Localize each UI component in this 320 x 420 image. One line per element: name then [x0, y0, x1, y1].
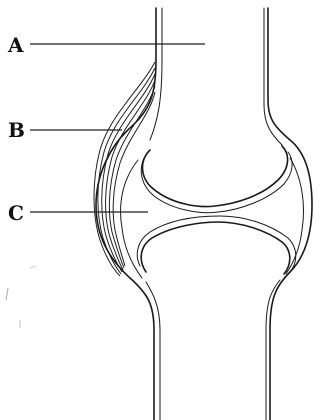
upper-condyle-inner	[141, 152, 292, 213]
right-outer-contour	[268, 8, 312, 420]
label-c-group: C	[8, 201, 148, 225]
left-outer-contour	[96, 8, 156, 420]
label-a-group: A	[7, 33, 205, 57]
scan-marks	[6, 266, 36, 328]
joint-outline	[96, 8, 312, 420]
label-a: A	[7, 33, 24, 57]
label-b-group: B	[8, 118, 122, 142]
lower-articular-cartilage	[137, 216, 296, 274]
synovial-capsule	[121, 158, 304, 278]
lower-plateau-outer	[141, 222, 290, 274]
label-c: C	[8, 201, 24, 225]
upper-bone-right-edge	[264, 8, 282, 145]
lower-plateau-inner	[137, 216, 296, 272]
lower-bone-left-edge	[146, 282, 160, 420]
upper-articular-cartilage	[141, 146, 292, 213]
label-b: B	[8, 118, 25, 142]
